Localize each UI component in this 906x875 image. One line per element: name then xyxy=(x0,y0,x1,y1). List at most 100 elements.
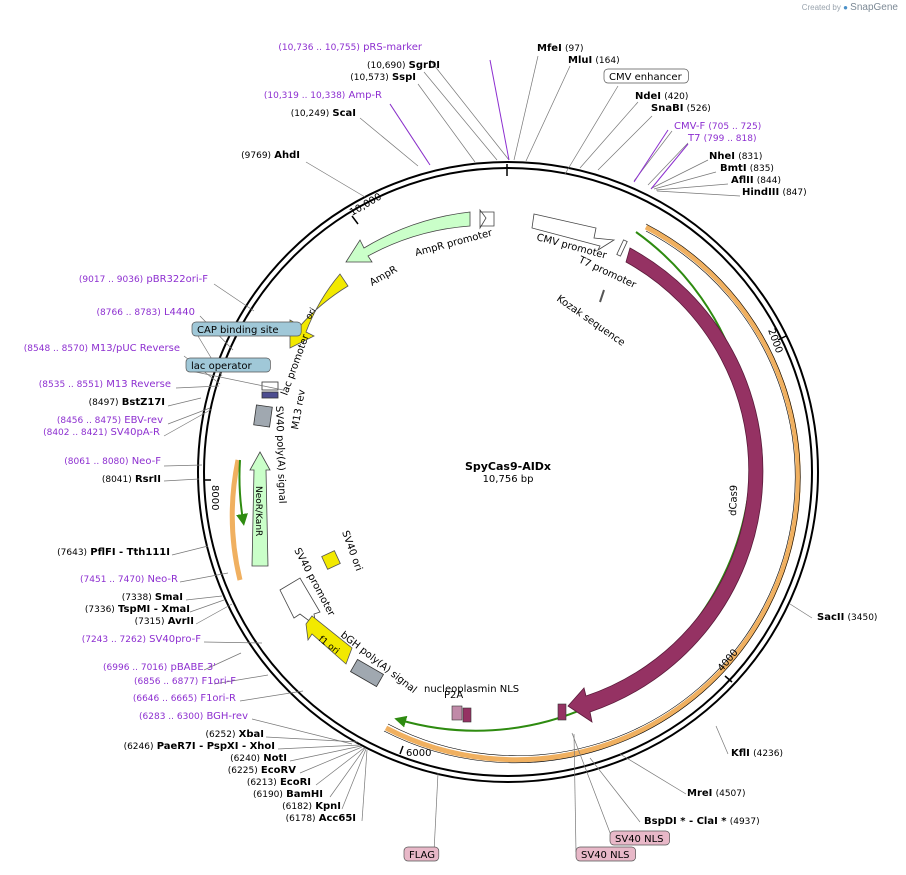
snapgene-logo-icon: ● xyxy=(843,3,848,12)
site-label-text-49: BspDI * - ClaI * (4937) xyxy=(644,816,760,827)
site-label-21: (7315) AvrII xyxy=(135,616,194,627)
site-label-name-51: SV40 NLS xyxy=(581,850,630,861)
site-label-coord-23: (6996 .. 7016) xyxy=(103,663,167,673)
label-ampr: AmpR xyxy=(368,264,399,288)
site-label-14: (8402 .. 8421) SV40pA-R xyxy=(43,427,160,438)
site-label-coord-29: (6240) xyxy=(230,754,260,764)
site-label-51: SV40 NLS xyxy=(575,846,636,862)
label-nucleoplasmin-nls: nucleoplasmin NLS xyxy=(424,684,519,695)
site-label-coord-40: (705 .. 725) xyxy=(708,122,761,132)
site-label-box-8 xyxy=(191,321,302,337)
feature-ampr-arrow xyxy=(345,211,471,263)
site-label-49: BspDI * - ClaI * (4937) xyxy=(644,816,760,827)
site-label-name-26: BGH-rev xyxy=(206,711,248,722)
site-label-coord-36: (164) xyxy=(595,56,619,66)
site-label-6: (9017 .. 9036) pBR322ori-F xyxy=(79,274,208,285)
label-sv40-polya: SV40 poly(A) signal xyxy=(273,406,287,504)
site-label-name-16: RsrII xyxy=(135,474,161,485)
site-label-text-29: (6240) NotI xyxy=(230,753,287,764)
site-label-coord-9: (8548 .. 8570) xyxy=(24,344,88,354)
site-label-15: (8061 .. 8080) Neo-F xyxy=(64,456,161,467)
site-label-text-43: BmtI (835) xyxy=(720,163,774,174)
site-label-38: NdeI (420) xyxy=(635,91,688,102)
site-label-43: BmtI (835) xyxy=(720,163,774,174)
site-label-text-30: (6225) EcoRV xyxy=(228,765,296,776)
site-label-33: (6182) KpnI xyxy=(282,801,341,812)
site-label-name-24: F1ori-F xyxy=(202,676,237,687)
site-label-coord-12: (8497) xyxy=(89,398,119,408)
tick-label-4000: 4000 xyxy=(716,647,741,674)
site-label-17: (7643) PflFI - Tth111I xyxy=(57,547,170,558)
site-label-name-13: EBV-rev xyxy=(124,415,163,426)
site-label-name-4: ScaI xyxy=(332,108,356,119)
feature-ori-arrow xyxy=(289,273,349,349)
site-label-48: MreI (4507) xyxy=(687,788,746,799)
site-label-coord-21: (7315) xyxy=(135,617,165,627)
site-labels: (10,736 .. 10,755) pRS-marker (10,690) Sg… xyxy=(24,42,878,862)
site-label-coord-41: (799 .. 818) xyxy=(704,134,757,144)
site-label-name-9: M13/pUC Reverse xyxy=(91,343,180,354)
site-label-name-47: KflI xyxy=(731,748,750,759)
site-label-name-11: M13 Reverse xyxy=(106,379,171,390)
site-label-3: (10,319 .. 10,338) Amp-R xyxy=(264,90,382,101)
site-label-37: CMV enhancer xyxy=(603,68,689,84)
site-label-coord-17: (7643) xyxy=(57,548,87,558)
site-label-name-0: pRS-marker xyxy=(363,42,423,53)
site-label-coord-48: (4507) xyxy=(716,789,746,799)
site-label-name-43: BmtI xyxy=(720,163,747,174)
site-label-name-1: SgrDI xyxy=(409,60,440,71)
feature-sv40-polya xyxy=(253,404,273,428)
snapgene-credit: Created by ● SnapGene xyxy=(802,2,898,13)
feature-ampr-promoter xyxy=(479,208,495,230)
credit-brand: SnapGene xyxy=(850,2,898,13)
site-label-coord-3: (10,319 .. 10,338) xyxy=(264,91,345,101)
site-label-34: (6178) Acc65I xyxy=(286,813,356,824)
label-neor: NeoR/KanR xyxy=(253,486,263,536)
site-label-text-18: (7451 .. 7470) Neo-R xyxy=(80,574,178,585)
site-label-9: (8548 .. 8570) M13/pUC Reverse xyxy=(24,343,180,354)
site-label-name-42: NheI xyxy=(709,151,735,162)
site-label-name-7: L4440 xyxy=(164,307,195,318)
plasmid-size: 10,756 bp xyxy=(483,474,534,485)
site-label-name-25: F1ori-R xyxy=(200,693,236,704)
site-label-4: (10,249) ScaI xyxy=(291,108,356,119)
site-label-coord-38: (420) xyxy=(664,92,688,102)
site-label-coord-27: (6252) xyxy=(206,730,236,740)
site-label-text-36: MluI (164) xyxy=(568,55,620,66)
site-label-name-19: SmaI xyxy=(155,592,183,603)
label-kozak: Kozak sequence xyxy=(554,293,626,348)
site-label-text-41: T7 (799 .. 818) xyxy=(687,133,757,144)
site-label-text-12: (8497) BstZ17I xyxy=(89,397,165,408)
site-label-text-40: CMV-F (705 .. 725) xyxy=(674,121,761,132)
site-label-45: HindIII (847) xyxy=(742,187,807,198)
site-label-40: CMV-F (705 .. 725) xyxy=(674,121,761,132)
site-label-coord-46: (3450) xyxy=(848,613,878,623)
site-label-text-11: (8535 .. 8551) M13 Reverse xyxy=(39,379,171,390)
site-label-name-28: PaeR7I - PspXI - XhoI xyxy=(157,741,275,752)
site-label-name-38: NdeI xyxy=(635,91,661,102)
site-label-text-22: (7243 .. 7262) SV40pro-F xyxy=(82,634,202,645)
site-label-name-39: SnaBI xyxy=(651,103,683,114)
feature-t7-promoter xyxy=(616,239,628,257)
site-label-text-23: (6996 .. 7016) pBABE 3' xyxy=(103,662,216,673)
site-label-text-20: (7336) TspMI - XmaI xyxy=(85,604,190,615)
site-label-coord-47: (4236) xyxy=(753,749,783,759)
site-label-5: (9769) AhdI xyxy=(241,150,300,161)
site-label-19: (7338) SmaI xyxy=(122,592,183,603)
feature-sv40-ori xyxy=(321,550,341,570)
site-label-name-2: SspI xyxy=(392,72,416,83)
site-label-text-27: (6252) XbaI xyxy=(206,729,264,740)
site-label-name-45: HindIII xyxy=(742,187,779,198)
site-label-text-1: (10,690) SgrDI xyxy=(367,60,440,71)
feature-f1-ori-arrow xyxy=(305,615,353,665)
site-label-text-26: (6283 .. 6300) BGH-rev xyxy=(139,711,248,722)
tick-label-8000: 8000 xyxy=(209,485,220,510)
site-label-13: (8456 .. 8475) EBV-rev xyxy=(57,415,163,426)
site-label-text-45: HindIII (847) xyxy=(742,187,807,198)
site-label-name-27: XbaI xyxy=(239,729,264,740)
site-label-text-19: (7338) SmaI xyxy=(122,592,183,603)
site-label-name-14: SV40pA-R xyxy=(111,427,160,438)
site-label-coord-0: (10,736 .. 10,755) xyxy=(278,43,359,53)
site-label-box-51 xyxy=(575,846,636,862)
site-label-coord-49: (4937) xyxy=(730,817,760,827)
